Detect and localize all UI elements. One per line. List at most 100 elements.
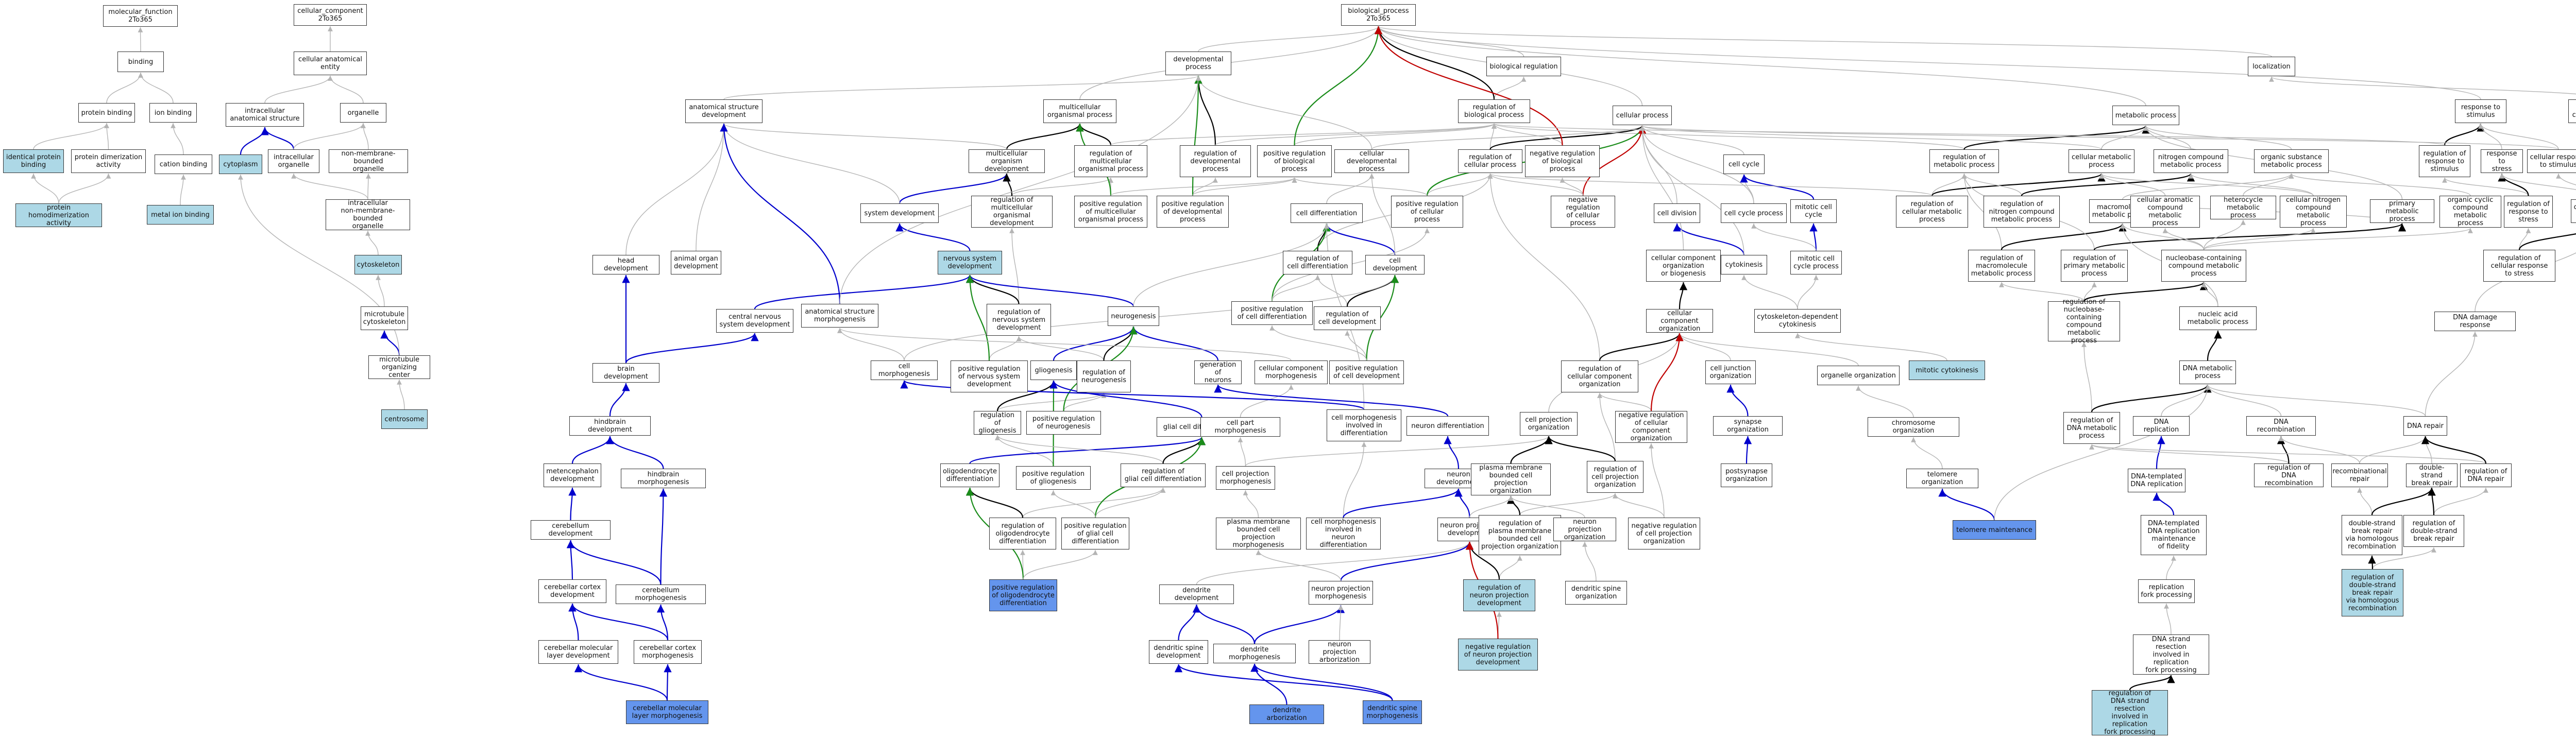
go-term-cytoskeleton: cytoskeleton: [354, 255, 402, 274]
go-term-regrespstress: regulation of response to stress: [2504, 196, 2553, 228]
go-term-regnsdev: regulation of nervous system development: [987, 304, 1051, 336]
edge-cerebmorph-to-hindmorph: [659, 488, 668, 585]
go-term-cerebcortexdev: cerebellar cortex development: [538, 579, 606, 603]
edge-cerebmollayermorph-to-cerebcortexmorph: [664, 664, 672, 701]
edge-ocyclic-to-osmp: [2289, 173, 2471, 196]
edge-nucmp-to-macromp: [2120, 223, 2205, 250]
go-term-ccproc: cell cycle process: [1721, 203, 1787, 223]
edge-regdsbrepair-to-dsbrepair: [2428, 487, 2436, 515]
edge-dendritedev-to-neuronprojdev: [1196, 541, 1472, 585]
edge-ccmorph-to-asmorph: [837, 328, 1292, 361]
edge-nucmp-to-heterocycle: [2203, 219, 2246, 250]
edge-dendspinemorph-to-dendmorph: [1250, 663, 1393, 701]
edge-dnameta-to-nucacid: [2207, 330, 2222, 361]
edge-mtcyto-to-cytoskeleton: [376, 274, 385, 307]
go-term-regdnarepair: regulation of DNA repair: [2460, 463, 2512, 487]
go-term-regdnastrandres: regulation of DNA strand resection invol…: [2092, 690, 2168, 736]
go-term-osmp: organic substance metabolic process: [2254, 149, 2329, 173]
edge-dendarb-to-dendmorph: [1250, 663, 1287, 705]
go-term-cmmorphdiff: cell morphogenesis involved in different…: [1327, 409, 1401, 441]
edge-nsdev-to-sysdev: [895, 223, 971, 251]
edge-cellresp-to-resp: [2478, 123, 2559, 150]
go-term-recombrepair: recombinational repair: [2331, 463, 2388, 487]
edge-hindbrain-to-braindev: [609, 383, 630, 417]
edge-ccorgbio-to-cellproc: [1639, 125, 1684, 250]
edge-metaproc-to-bp: [1376, 26, 2146, 106]
edge-cytoplasm-to-intraas: [240, 127, 269, 155]
edge-asmorph-to-devproc: [839, 75, 1201, 304]
go-term-cmmneurondiff: cell morphogenesis involved in neuron di…: [1306, 518, 1381, 549]
edge-metenceph-to-hindbrain: [571, 436, 614, 464]
edge-dsbhomol-to-recombrepair: [2357, 487, 2372, 515]
go-term-devproc: developmental process: [1165, 51, 1231, 75]
edge-cellrespstress-to-cellresp: [2556, 173, 2576, 185]
edge-posregglialdiff-to-posreggliogenesis: [1050, 490, 1096, 518]
edge-mitcytok-to-cytodepcytok: [1795, 333, 1947, 361]
go-term-dnarepair: DNA repair: [2403, 416, 2447, 436]
edge-inmbo-to-intraorg: [291, 173, 368, 200]
go-term-cerebmollayermorph: cerebellar molecular layer morphogenesis: [626, 700, 708, 724]
go-term-regcelldiff: regulation of cell differentiation: [1283, 251, 1352, 274]
go-term-sysdev: system development: [860, 203, 939, 223]
edge-cerebmorph-to-cerebdev: [566, 540, 662, 585]
go-term-neurondiff: neuron differentiation: [1406, 416, 1489, 436]
edge-celldevproc-to-devproc: [1196, 75, 1372, 150]
edge-neuronprojmorph-to-pmbcpmorph: [1256, 549, 1342, 581]
go-term-cae: cellular anatomical entity: [294, 51, 367, 75]
edge-negregcellprojorg-to-regcellprojorg: [1613, 493, 1665, 518]
edge-regnucmp-to-regmacro: [1999, 282, 2084, 302]
go-term-posreggliogenesis: positive regulation of gliogenesis: [1016, 466, 1091, 490]
go-term-regpmbcpo: regulation of plasma membrane bounded ce…: [1479, 515, 1561, 555]
go-term-dnatemplfid: DNA-templated DNA replication maintenanc…: [2141, 515, 2207, 555]
edge-regnsdev-to-nsdev: [965, 274, 1020, 304]
edge-intraas-to-cae: [264, 75, 333, 104]
edge-regdnarecomb-to-dnarecomb: [2277, 436, 2290, 464]
edge-dsbhomol-to-dsbrepair: [2371, 487, 2436, 515]
edge-regcellrespstress-to-regrespstress: [2519, 228, 2531, 250]
edge-ccproc-to-cellcycle: [1741, 174, 1754, 204]
edge-dnarepair-to-dnameta: [2205, 384, 2426, 417]
edge-telomereorg-to-chromosomeorg: [1911, 437, 1943, 469]
edge-cerebcortexmorph-to-cerebcortexdev: [568, 603, 669, 641]
edge-regdnastrandres-to-dnastrandres: [2129, 675, 2175, 691]
edge-cytokinesis-to-cellproc: [1639, 125, 1744, 255]
go-term-cytoplasm: cytoplasm: [219, 154, 262, 174]
go-term-animorgdev: animal organ development: [671, 251, 721, 274]
go-term-cellresp: cellular response to stimulus: [2527, 149, 2576, 173]
edge-resp-to-bp: [1376, 26, 2481, 100]
go-term-homodimer: protein homodimerization activity: [15, 203, 102, 227]
edge-cytodepcytok-to-cytokinesis: [1741, 274, 1798, 310]
edge-celljunc-to-ccorg: [1677, 333, 1731, 361]
edge-glialdiff-to-gliogenesis: [1049, 380, 1202, 418]
edge-posregbp-to-regbp: [1294, 123, 1497, 146]
edge-recombrepair-to-dnarepair: [2359, 436, 2428, 464]
edge-regdev-to-devproc: [1194, 75, 1216, 146]
edge-cnitrogen-to-cellmeta: [2099, 173, 2314, 196]
go-term-dnarecomb: DNA recombination: [2246, 416, 2316, 436]
edge-ccproc-to-cellproc: [1639, 125, 1754, 204]
edge-regcp-to-regbp: [1489, 123, 1497, 150]
go-term-asd: anatomical structure development: [685, 99, 762, 123]
edge-asmorph-to-asd: [720, 123, 841, 304]
go-term-regcellrespstress: regulation of cellular response to stres…: [2483, 250, 2555, 282]
edge-cellprojmorph-to-cellpartmorph: [1238, 437, 1246, 467]
edge-cerebmollayermorph-to-cerebmollayer: [574, 664, 668, 701]
go-term-regncmp: regulation of nitrogen compound metaboli…: [1984, 196, 2060, 228]
edge-nucmp-to-ocyclic: [2203, 228, 2473, 250]
go-term-metenceph: metencephalon development: [544, 463, 601, 487]
go-term-neuronprojorg: neuron projection organization: [1553, 518, 1616, 541]
go-term-postsynapse: postsynapse organization: [1721, 463, 1772, 487]
edge-regmop-to-mop: [1076, 123, 1112, 146]
edge-regmacro-to-regmeta: [1961, 173, 2002, 250]
go-term-centrosome: centrosome: [381, 409, 428, 429]
go-term-posregglialdiff: positive regulation of glial cell differ…: [1061, 518, 1129, 549]
go-term-dnadamage: DNA damage response: [2434, 312, 2516, 331]
edge-posregcelldev-to-posregcelldiff: [1269, 325, 1367, 361]
edge-posregcp-to-regcp: [1427, 173, 1493, 196]
edge-nmbo-to-organelle: [361, 123, 369, 150]
go-term-cerebmorph: cerebellum morphogenesis: [616, 585, 706, 604]
edge-pcloc-to-localization: [2269, 76, 2576, 95]
edge-intraorg-to-intraas: [261, 127, 295, 150]
go-term-posregcelldiff: positive regulation of cell differentiat…: [1231, 301, 1313, 325]
go-term-binding: binding: [117, 51, 164, 72]
